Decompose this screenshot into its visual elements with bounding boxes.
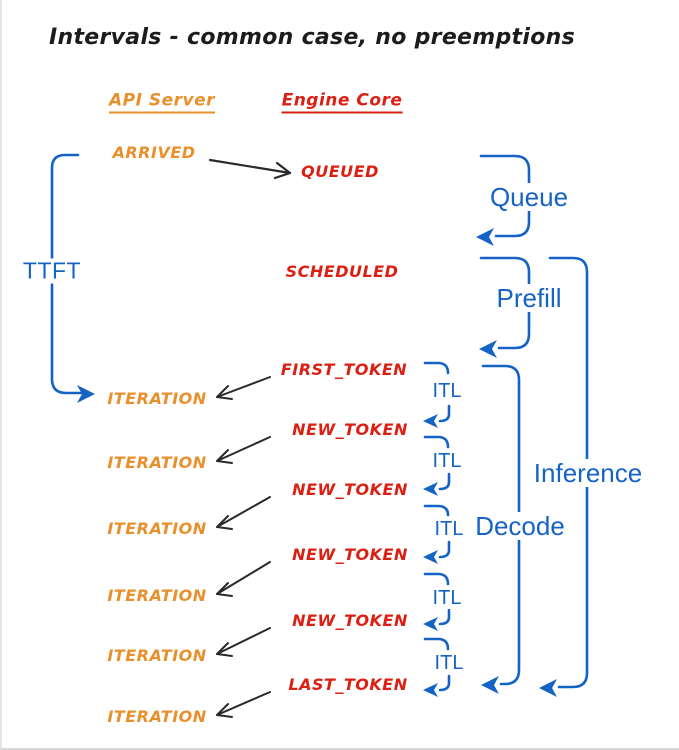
event-new-token-3: NEW_TOKEN — [292, 545, 408, 564]
interval-label-itl-3: ITL — [430, 518, 468, 540]
event-arrived: ARRIVED — [112, 143, 196, 162]
interval-label-decode: Decode — [471, 512, 569, 540]
event-iteration-2: ITERATION — [107, 453, 207, 472]
itl-connector-4 — [423, 572, 451, 631]
arrow-new-token-to-iteration — [216, 561, 271, 597]
itl-connector-2 — [423, 435, 451, 496]
arrow-arrived-to-queued — [208, 158, 292, 180]
interval-label-ttft: TTFT — [18, 258, 86, 284]
interval-label-queue: Queue — [485, 183, 573, 211]
arrow-first-token-to-iteration — [216, 376, 271, 400]
itl-arrowhead-icon — [423, 414, 438, 428]
event-scheduled: SCHEDULED — [285, 262, 399, 281]
event-new-token-1: NEW_TOKEN — [292, 420, 408, 439]
interval-label-itl-1: ITL — [428, 380, 466, 402]
page-title: Intervals - common case, no preemptions — [49, 25, 575, 50]
event-iteration-4: ITERATION — [107, 586, 207, 605]
event-new-token-4: NEW_TOKEN — [292, 611, 408, 630]
event-new-token-2: NEW_TOKEN — [292, 480, 408, 499]
itl-arrowhead-icon — [423, 482, 438, 496]
event-iteration-6: ITERATION — [107, 707, 207, 726]
interval-label-itl-4: ITL — [428, 587, 466, 609]
queue-arrowhead-icon — [476, 228, 494, 246]
ttft-arrowhead-icon — [77, 385, 95, 403]
arrow-new-token-to-iteration — [216, 496, 271, 530]
decode-arrowhead-icon — [481, 676, 499, 694]
interval-label-inference: Inference — [529, 459, 647, 487]
event-queued: QUEUED — [301, 162, 379, 181]
itl-arrowhead-icon — [423, 550, 438, 564]
itl-arrowhead-icon — [423, 683, 438, 697]
column-header-engine-core: Engine Core — [281, 92, 403, 114]
event-first-token: FIRST_TOKEN — [280, 360, 408, 379]
event-iteration-3: ITERATION — [107, 519, 207, 538]
arrow-new-token-to-iteration — [216, 436, 271, 464]
itl-connector-1 — [423, 361, 451, 428]
arrow-new-token-to-iteration — [216, 627, 271, 657]
arrow-last-token-to-iteration — [216, 691, 271, 718]
interval-label-itl-2: ITL — [428, 450, 466, 472]
itl-connector-3 — [423, 504, 451, 564]
itl-connector-5 — [423, 637, 451, 697]
interval-label-prefill: Prefill — [492, 284, 566, 312]
itl-arrowhead-icon — [423, 617, 438, 631]
prefill-arrowhead-icon — [479, 340, 497, 358]
column-header-api-server: API Server — [108, 92, 216, 114]
event-last-token: LAST_TOKEN — [288, 675, 408, 694]
interval-label-itl-5: ITL — [430, 652, 468, 674]
inference-arrowhead-icon — [539, 679, 557, 697]
event-iteration-1: ITERATION — [107, 389, 207, 408]
event-iteration-5: ITERATION — [107, 646, 207, 665]
